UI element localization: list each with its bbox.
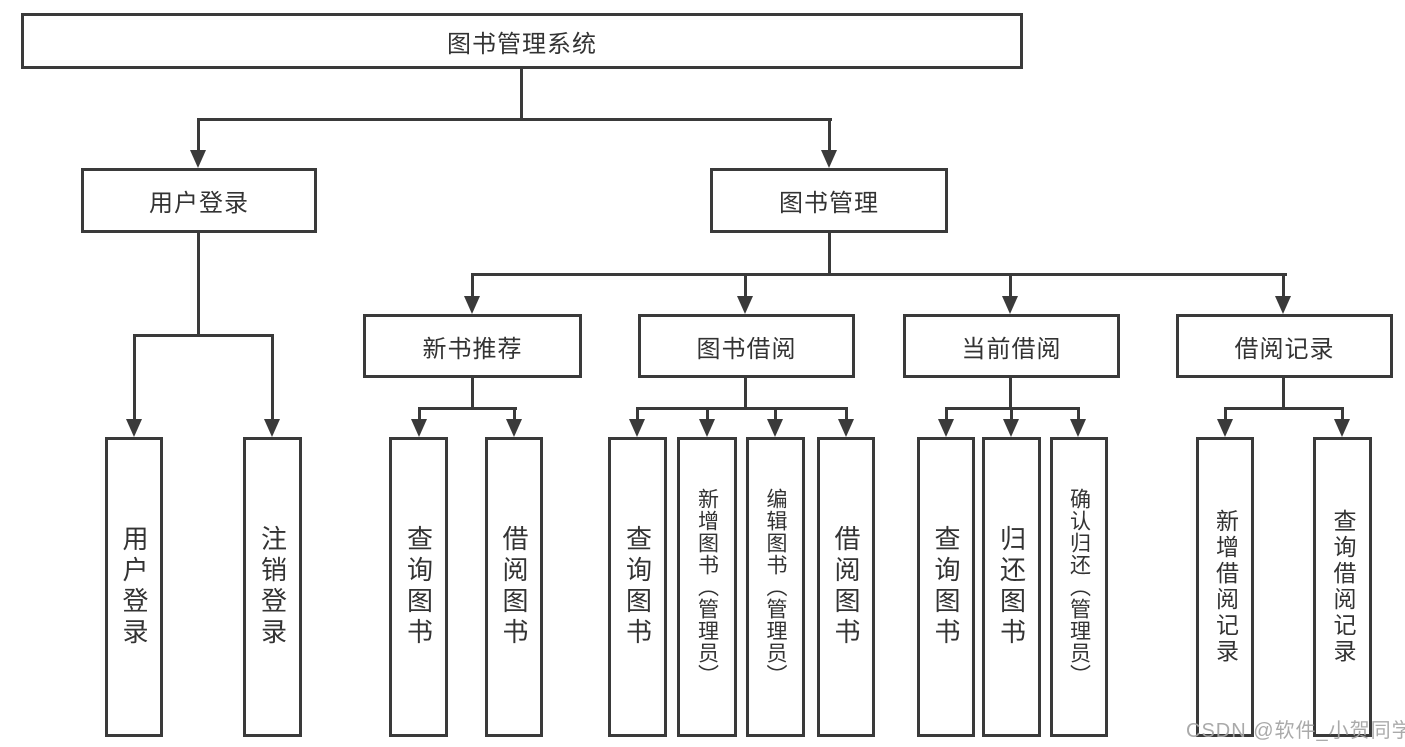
connector-drop-leaf-user-login <box>133 334 136 420</box>
arrowhead-user-login <box>190 150 206 168</box>
node-leaf-logout: 注销登录 <box>243 437 302 737</box>
arrowhead-borrow-books-2 <box>838 419 854 437</box>
connector-new-book-recommend-stub <box>471 378 474 410</box>
connector-drop-borrow-books-2 <box>845 407 848 421</box>
connector-drop-add-books-admin <box>706 407 709 421</box>
connector-book-borrow-stub <box>744 378 747 410</box>
node-leaf-query-borrow-record-label: 查询借阅记录 <box>1330 509 1356 665</box>
node-leaf-query-books-3: 查询图书 <box>917 437 975 737</box>
node-leaf-query-borrow-record: 查询借阅记录 <box>1313 437 1372 737</box>
connector-drop-book-management <box>828 118 831 152</box>
node-leaf-edit-books-admin-label: 编辑图书（管理员） <box>764 488 787 686</box>
node-current-borrow: 当前借阅 <box>903 314 1120 378</box>
arrowhead-query-books-1 <box>411 419 427 437</box>
connector-book-management-stub <box>828 233 831 275</box>
arrowhead-leaf-user-login <box>126 419 142 437</box>
arrowhead-return-books <box>1003 419 1019 437</box>
connector-level2-rail <box>197 118 832 121</box>
connector-new-book-recommend-rail <box>418 407 517 410</box>
connector-borrow-records-rail <box>1224 407 1344 410</box>
csdn-watermark: CSDN @软件_小贺同学 <box>1186 720 1405 742</box>
arrowhead-book-management <box>821 150 837 168</box>
node-leaf-confirm-return-admin: 确认归还（管理员） <box>1050 437 1108 737</box>
node-leaf-user-login: 用户登录 <box>105 437 163 737</box>
arrowhead-borrow-books-1 <box>506 419 522 437</box>
node-book-borrow-label: 图书借阅 <box>696 335 797 363</box>
arrowhead-current-borrow <box>1002 296 1018 314</box>
node-new-book-recommend-label: 新书推荐 <box>422 335 523 363</box>
node-leaf-confirm-return-admin-label: 确认归还（管理员） <box>1067 488 1091 686</box>
connector-drop-new-book-recommend <box>471 273 474 298</box>
arrowhead-add-books-admin <box>699 419 715 437</box>
connector-level3-rail <box>471 273 1287 276</box>
node-leaf-borrow-books-1: 借阅图书 <box>485 437 543 737</box>
node-leaf-user-login-label: 用户登录 <box>119 525 149 649</box>
arrowhead-leaf-logout <box>264 419 280 437</box>
node-book-borrow: 图书借阅 <box>638 314 855 378</box>
arrowhead-book-borrow <box>737 296 753 314</box>
node-leaf-add-borrow-record: 新增借阅记录 <box>1196 437 1254 737</box>
connector-drop-borrow-books-1 <box>513 407 516 421</box>
connector-borrow-records-stub <box>1282 378 1285 410</box>
node-leaf-return-books: 归还图书 <box>982 437 1041 737</box>
arrowhead-borrow-records <box>1275 296 1291 314</box>
node-borrow-records: 借阅记录 <box>1176 314 1393 378</box>
connector-user-login-stub <box>197 233 200 337</box>
node-leaf-borrow-books-1-label: 借阅图书 <box>499 525 529 649</box>
node-leaf-query-books-2-label: 查询图书 <box>622 525 653 649</box>
connector-drop-user-login <box>197 118 200 152</box>
connector-drop-borrow-records <box>1282 273 1285 298</box>
node-root: 图书管理系统 <box>21 13 1023 69</box>
node-leaf-return-books-label: 归还图书 <box>996 525 1027 649</box>
node-borrow-records-label: 借阅记录 <box>1234 335 1335 363</box>
node-leaf-borrow-books-2-label: 借阅图书 <box>831 525 861 649</box>
arrowhead-new-book-recommend <box>464 296 480 314</box>
node-new-book-recommend: 新书推荐 <box>363 314 582 378</box>
node-leaf-query-books-1: 查询图书 <box>389 437 448 737</box>
arrowhead-query-borrow-record <box>1334 419 1350 437</box>
node-book-management-label: 图书管理 <box>779 190 879 217</box>
node-book-management: 图书管理 <box>710 168 948 233</box>
node-leaf-add-borrow-record-label: 新增借阅记录 <box>1212 509 1239 665</box>
connector-current-borrow-stub <box>1009 378 1012 410</box>
arrowhead-add-borrow-record <box>1217 419 1233 437</box>
connector-drop-leaf-logout <box>271 334 274 420</box>
node-leaf-add-books-admin-label: 新增图书（管理员） <box>695 488 719 686</box>
node-leaf-query-books-2: 查询图书 <box>608 437 667 737</box>
connector-drop-query-books-1 <box>418 407 421 421</box>
connector-drop-query-books-2 <box>636 407 639 421</box>
connector-drop-current-borrow <box>1009 273 1012 298</box>
connector-drop-query-books-3 <box>945 407 948 421</box>
arrowhead-confirm-return-admin <box>1070 419 1086 437</box>
node-leaf-add-books-admin: 新增图书（管理员） <box>677 437 737 737</box>
connector-drop-return-books <box>1010 407 1013 421</box>
connector-drop-add-borrow-record <box>1224 407 1227 421</box>
arrowhead-edit-books-admin <box>767 419 783 437</box>
node-user-login-label: 用户登录 <box>149 190 249 217</box>
node-user-login: 用户登录 <box>81 168 317 233</box>
connector-root-stub <box>520 69 523 121</box>
connector-drop-book-borrow <box>744 273 747 298</box>
node-root-label: 图书管理系统 <box>447 30 597 58</box>
node-leaf-logout-label: 注销登录 <box>257 525 288 649</box>
node-leaf-query-books-3-label: 查询图书 <box>931 525 961 649</box>
connector-drop-edit-books-admin <box>774 407 777 421</box>
node-leaf-borrow-books-2: 借阅图书 <box>817 437 875 737</box>
node-leaf-query-books-1-label: 查询图书 <box>403 525 434 649</box>
node-leaf-edit-books-admin: 编辑图书（管理员） <box>746 437 805 737</box>
connector-user-login-rail <box>133 334 274 337</box>
connector-drop-query-borrow-record <box>1341 407 1344 421</box>
connector-book-borrow-rail <box>636 407 848 410</box>
arrowhead-query-books-2 <box>629 419 645 437</box>
node-current-borrow-label: 当前借阅 <box>961 335 1062 363</box>
connector-drop-confirm-return-admin <box>1077 407 1080 421</box>
arrowhead-query-books-3 <box>938 419 954 437</box>
